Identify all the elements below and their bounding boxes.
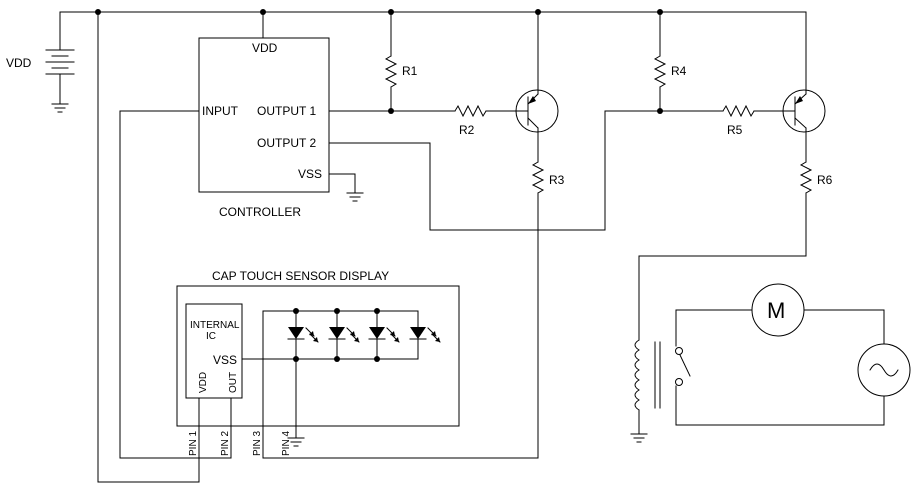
led-icon	[409, 327, 441, 343]
relay-coil-icon	[630, 339, 661, 443]
ac-source-icon	[857, 343, 911, 397]
controller-ground	[328, 173, 364, 202]
internal-ic-label-1: INTERNAL	[190, 320, 240, 331]
motor-icon: M	[751, 283, 805, 337]
pnp-transistor-icon	[515, 11, 559, 163]
controller-box	[198, 37, 330, 193]
display-box	[176, 285, 460, 427]
vdd-rail	[59, 9, 807, 51]
controller-vdd-label: VDD	[252, 41, 278, 55]
ground-icon	[51, 103, 69, 113]
internal-ic-label-2: IC	[206, 331, 216, 342]
internal-ic-box	[185, 303, 243, 399]
controller-output1-label: OUTPUT 1	[257, 104, 316, 118]
resistor-icon	[531, 161, 545, 194]
resistor-icon	[722, 104, 755, 118]
resistor-icon	[653, 55, 667, 88]
led-icon	[368, 327, 400, 343]
pin1-vdd-wire	[97, 11, 200, 483]
controller-input-label: INPUT	[202, 104, 239, 118]
r2-label: R2	[459, 123, 475, 137]
resistor-icon	[799, 161, 813, 194]
pin4-label: PIN 4	[281, 431, 292, 456]
internal-ic-out-label: OUT	[228, 372, 239, 393]
controller-title: CONTROLLER	[219, 205, 301, 219]
pin2-out-wire	[119, 110, 232, 459]
r6-label: R6	[817, 173, 833, 187]
led-bus	[241, 308, 419, 459]
led-icon	[287, 327, 319, 343]
pin4-ground	[287, 358, 305, 447]
internal-ic-vdd-label: VDD	[198, 372, 209, 393]
led-icon	[328, 327, 360, 343]
r3-label: R3	[549, 173, 565, 187]
pin2-label: PIN 2	[220, 431, 231, 456]
controller-vss-label: VSS	[298, 167, 322, 181]
r4-label: R4	[671, 64, 687, 78]
r5-label: R5	[727, 123, 743, 137]
r1-label: R1	[402, 64, 418, 78]
pin1-label: PIN 1	[188, 431, 199, 456]
motor-label: M	[767, 298, 785, 323]
controller-output2-label: OUTPUT 2	[257, 136, 316, 150]
vdd-supply-label: VDD	[6, 56, 32, 70]
resistor-icon	[454, 104, 487, 118]
battery-icon	[45, 49, 75, 105]
pin3-label: PIN 3	[252, 431, 263, 456]
display-title: CAP TOUCH SENSOR DISPLAY	[212, 269, 389, 283]
pnp-transistor-icon	[782, 11, 826, 163]
resistor-icon	[384, 55, 398, 88]
internal-ic-vss-label: VSS	[213, 353, 237, 367]
